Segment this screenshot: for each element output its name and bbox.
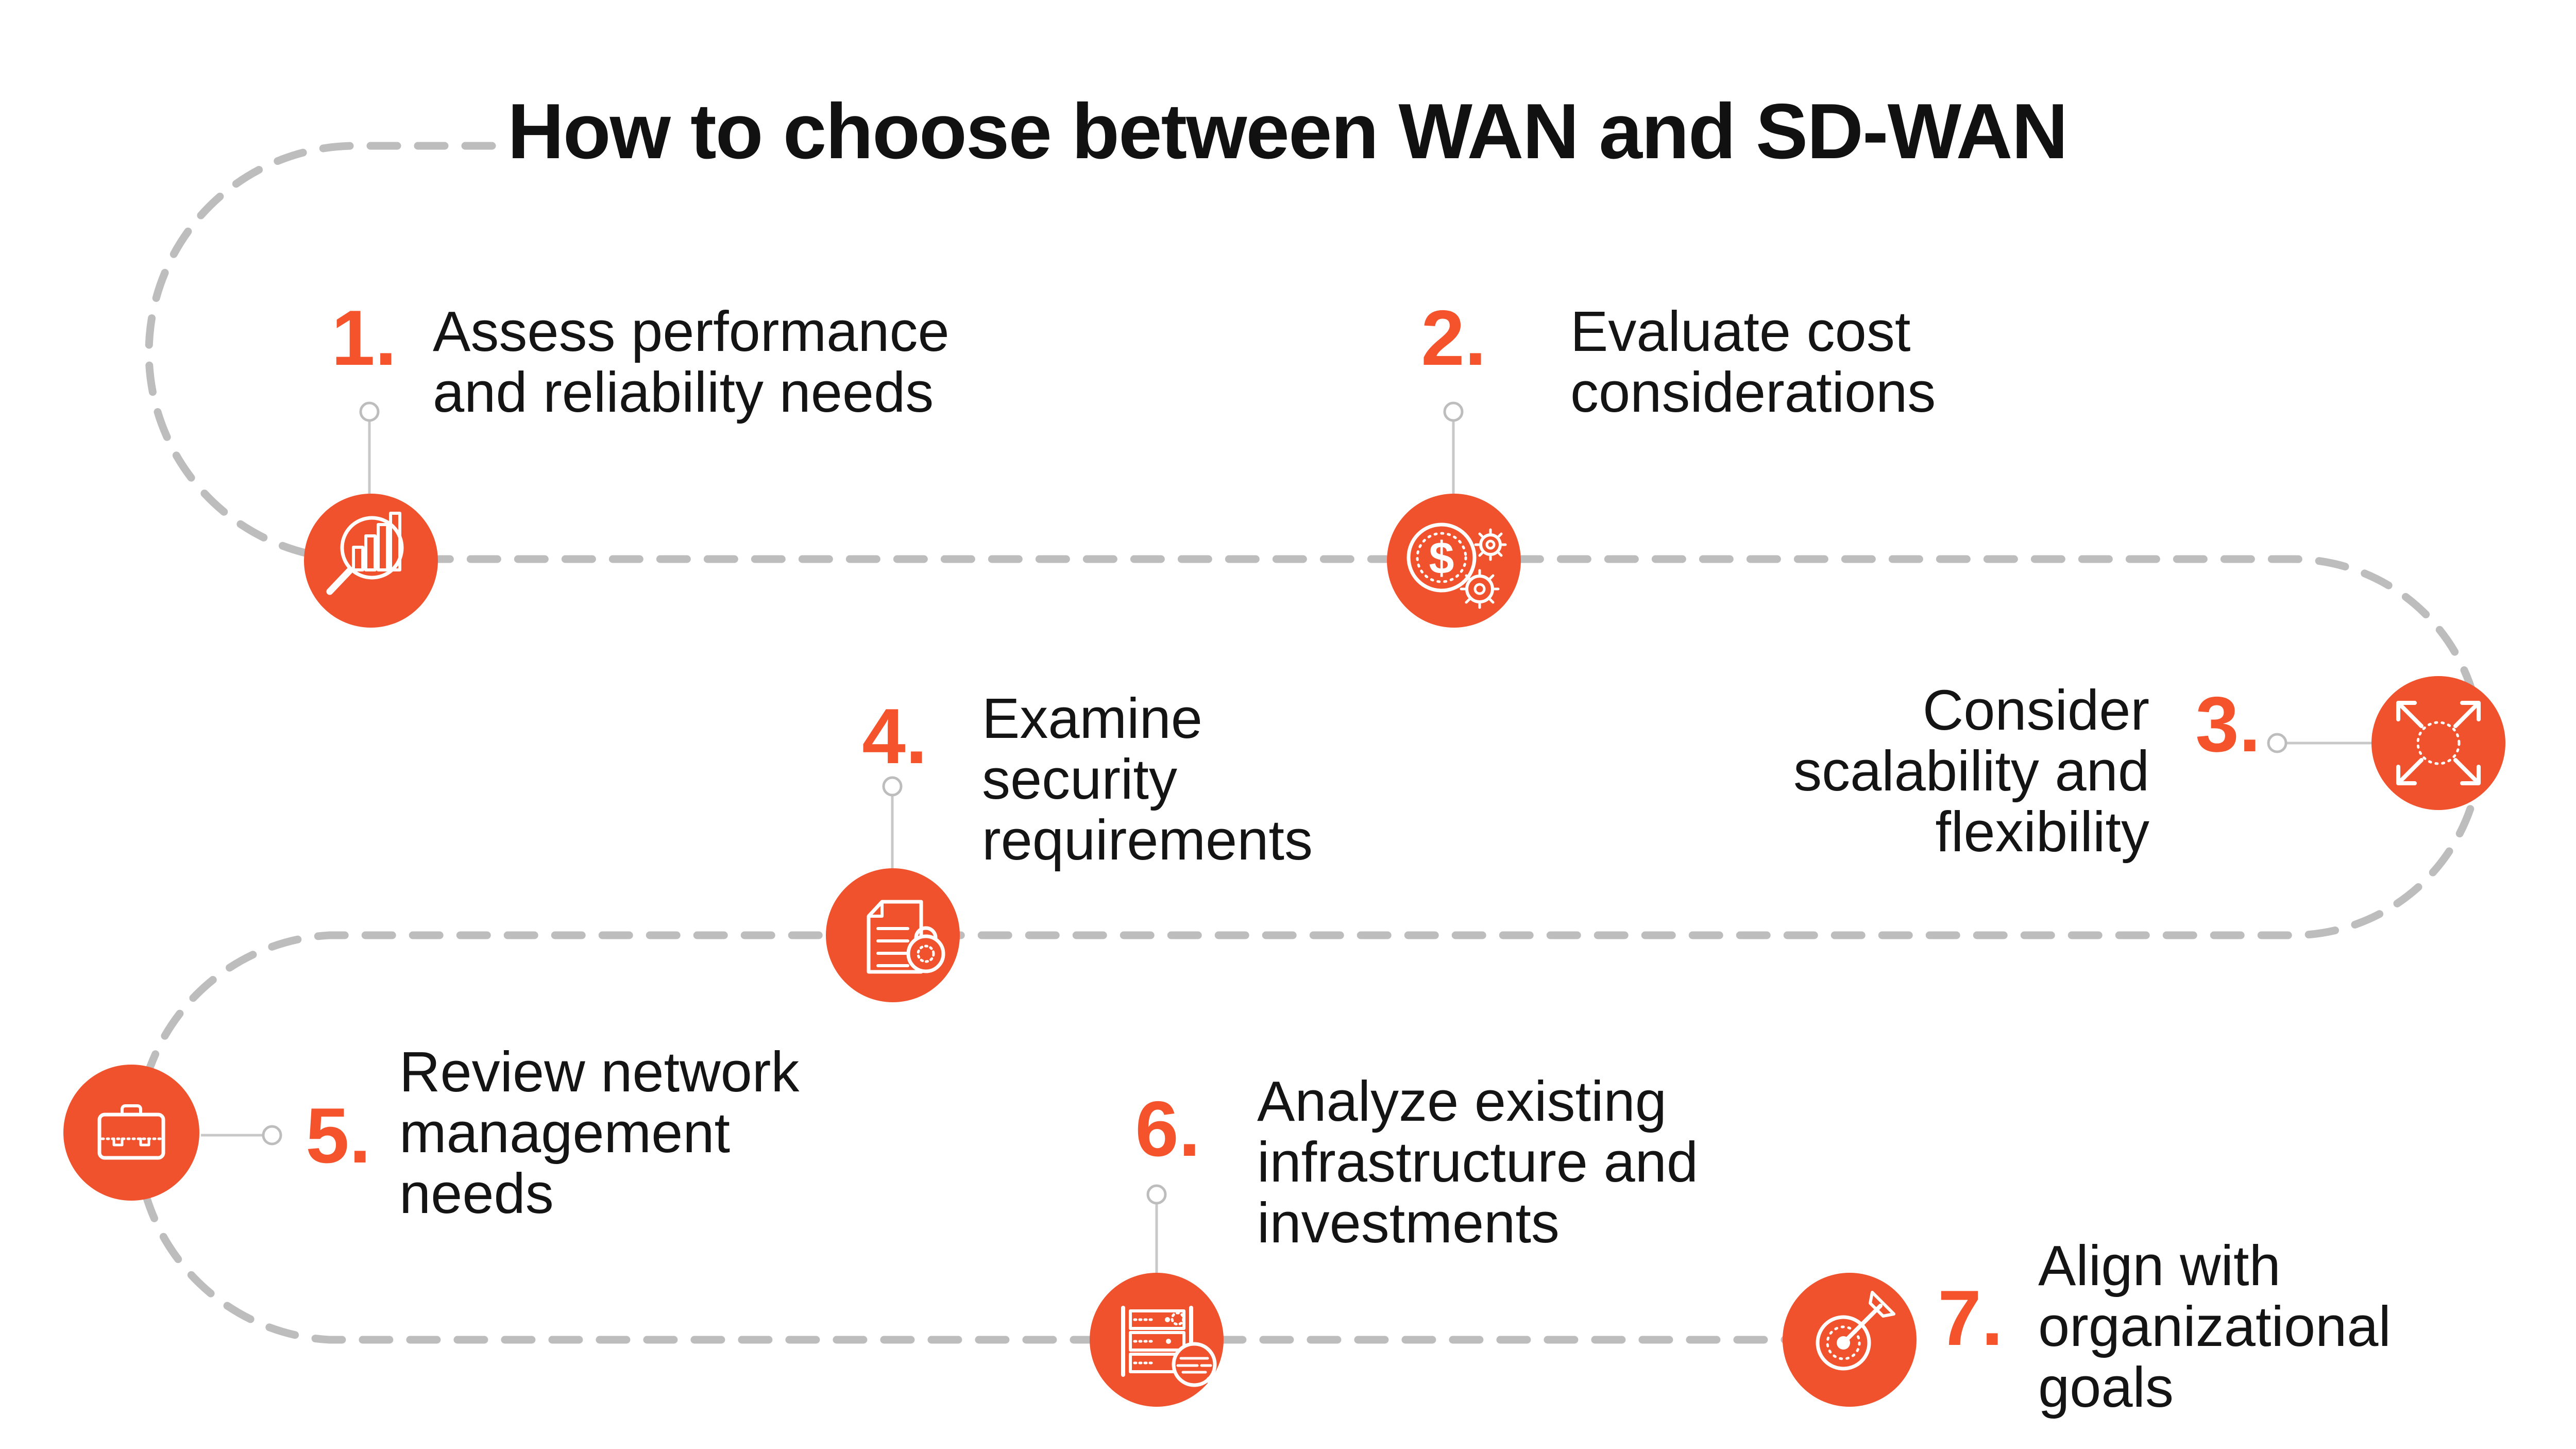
step-3-connector [2267, 733, 2372, 753]
step-6-number: 6. [1135, 1085, 1200, 1173]
step-6-text: Analyze existing infrastructure and inve… [1257, 1070, 1698, 1255]
step-4-text: Examine security requirements [982, 687, 1313, 872]
step-5-text: Review network management needs [399, 1040, 800, 1225]
step-1-text: Assess performance and reliability needs [433, 300, 950, 424]
briefcase-icon [63, 1065, 199, 1201]
step-2-text: Evaluate cost considerations [1570, 300, 1936, 424]
magnifier-bar-chart-icon [304, 494, 438, 628]
step-1-number: 1. [331, 294, 397, 382]
gear-large [1460, 569, 1500, 609]
step-1-connector [359, 401, 380, 494]
step-7-text: Align with organizational goals [2038, 1234, 2391, 1419]
step-2-number: 2. [1421, 294, 1486, 382]
server-magnifier-icon [1090, 1273, 1229, 1407]
dollar-coin-gears-icon: $ [1387, 494, 1521, 628]
svg-text:$: $ [1429, 532, 1454, 583]
target-dart-icon [1783, 1273, 1917, 1407]
step-7-number: 7. [1938, 1274, 2003, 1362]
step-6-connector [1146, 1184, 1167, 1273]
secure-document-lock-icon [826, 868, 960, 1002]
gear-small [1474, 528, 1507, 561]
step-3-text: Consider scalability and flexibility [1793, 679, 2149, 864]
step-4-number: 4. [862, 693, 927, 780]
expand-arrows-icon [2371, 676, 2505, 810]
infographic-title: How to choose between WAN and SD-WAN [507, 88, 2068, 175]
step-2-connector [1443, 401, 1464, 494]
step-3-number: 3. [2195, 681, 2261, 768]
step-5-connector [201, 1125, 282, 1145]
step-5-number: 5. [306, 1092, 371, 1180]
step-4-connector [882, 776, 903, 869]
